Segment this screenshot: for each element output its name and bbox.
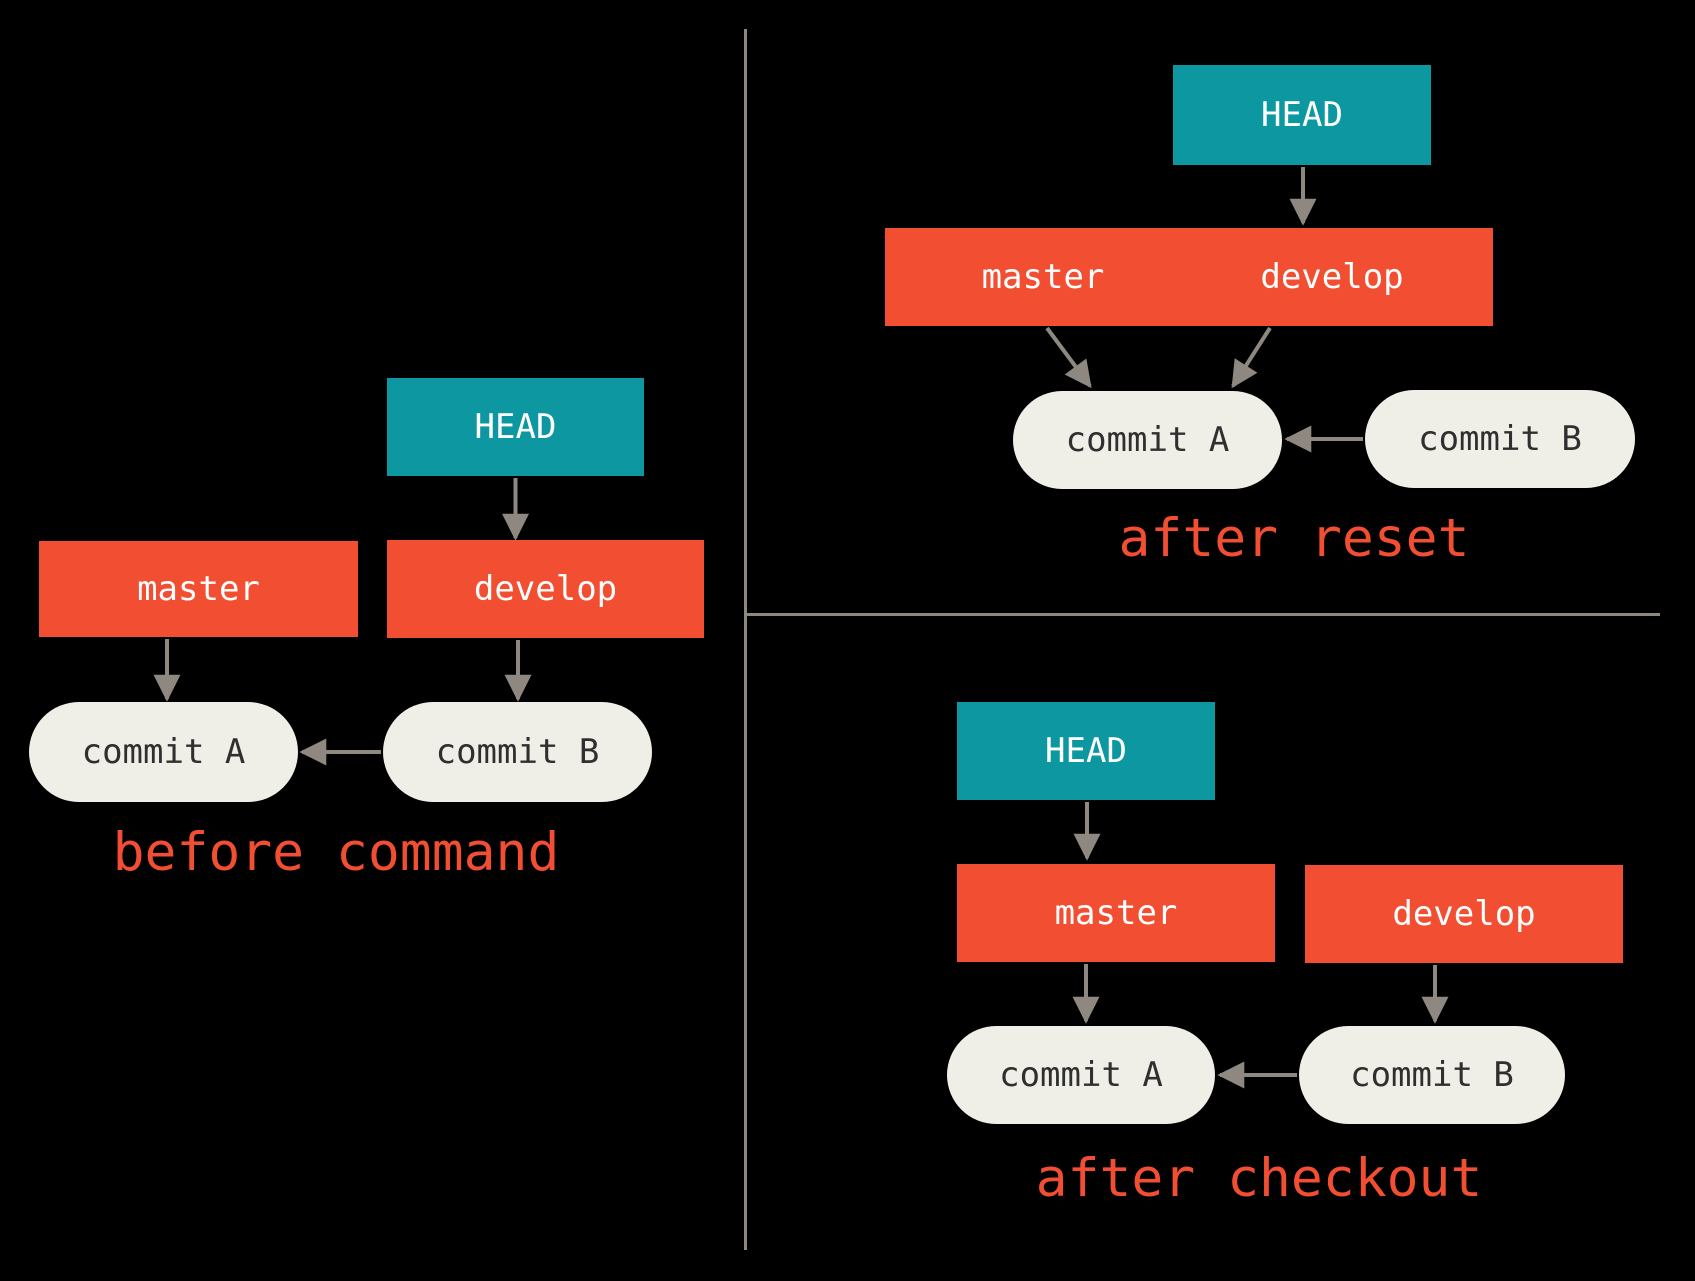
develop-branch-box-checkout: develop <box>1305 865 1623 963</box>
head-box-checkout: HEAD <box>957 702 1215 800</box>
master-branch-box-before: master <box>39 541 358 637</box>
commit-a-node-checkout: commit A <box>947 1026 1215 1124</box>
develop-branch-box-before: develop <box>387 540 704 638</box>
master-branch-box-checkout: master <box>957 864 1275 962</box>
arrow-develop-to-commit-a-reset <box>1231 326 1272 389</box>
commit-b-node-checkout: commit B <box>1299 1026 1565 1124</box>
commit-a-node-before: commit A <box>29 702 298 802</box>
master-branch-label-reset: master <box>981 257 1105 297</box>
commit-b-node-reset: commit B <box>1365 390 1635 488</box>
develop-branch-label-reset: develop <box>1260 257 1404 297</box>
caption-after-checkout: after checkout <box>1035 1148 1483 1209</box>
commit-a-node-reset: commit A <box>1013 391 1282 489</box>
merged-branch-box-reset: master develop <box>885 228 1493 326</box>
caption-after-reset: after reset <box>1118 508 1470 569</box>
arrow-master-to-commit-a-reset <box>1045 326 1092 389</box>
commit-b-node-before: commit B <box>383 702 652 802</box>
caption-before-command: before command <box>112 822 560 883</box>
head-box-before: HEAD <box>387 378 644 476</box>
head-box-reset: HEAD <box>1173 65 1431 165</box>
